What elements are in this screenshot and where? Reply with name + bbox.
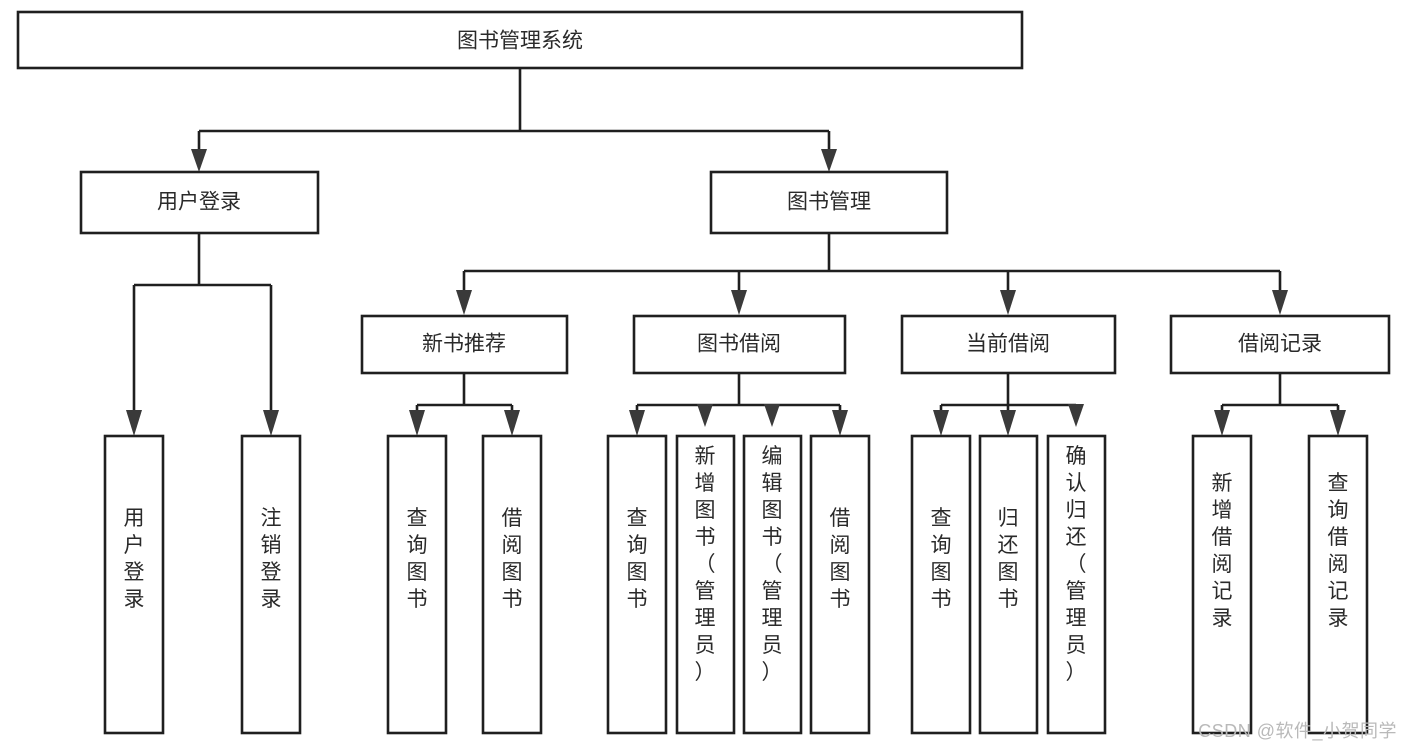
node-book-borrow-label: 图书借阅 (697, 333, 781, 356)
arrowhead-current-borrow (1000, 290, 1016, 315)
node-user-login[interactable]: 用户登录 (79, 170, 320, 235)
connector-group-user-login (126, 233, 279, 436)
connector-group-book-borrow (629, 373, 848, 436)
arrowhead-leaf-edit-book (764, 404, 780, 427)
arrowhead-new-book-rec (456, 290, 472, 315)
node-leaf-logout-login-label: 注销登录 (261, 507, 282, 611)
node-leaf-query-record[interactable]: 查询借阅记录 (1307, 434, 1369, 735)
node-leaf-query-record-box[interactable] (1307, 434, 1369, 735)
node-leaf-add-record-label: 新增借阅记录 (1212, 472, 1233, 630)
node-leaf-borrow-book-2-box[interactable] (809, 434, 871, 735)
node-leaf-return-book-box[interactable] (978, 434, 1039, 735)
node-leaf-return-book-label: 归还图书 (998, 507, 1019, 611)
node-leaf-query-book-2-box[interactable] (606, 434, 668, 735)
arrowhead-leaf-borrow-book-2 (832, 410, 848, 436)
node-current-borrow[interactable]: 当前借阅 (900, 314, 1117, 375)
arrowhead-leaf-confirm-return (1068, 404, 1084, 427)
node-leaf-borrow-book-1[interactable]: 借阅图书 (481, 434, 543, 735)
node-leaf-query-record-label: 查询借阅记录 (1328, 472, 1349, 630)
node-leaf-logout-login[interactable]: 注销登录 (240, 434, 302, 735)
node-leaf-borrow-book-2[interactable]: 借阅图书 (809, 434, 871, 735)
node-borrow-record-label: 借阅记录 (1238, 333, 1322, 356)
connector-group-new-book-rec (409, 373, 520, 436)
node-leaf-edit-book[interactable]: 编辑图书（管理员） (742, 434, 803, 735)
node-new-book-rec[interactable]: 新书推荐 (360, 314, 569, 375)
node-leaf-logout-login-box[interactable] (240, 434, 302, 735)
node-root-box[interactable] (16, 10, 1024, 70)
arrowhead-leaf-borrow-book-1 (504, 410, 520, 436)
node-leaf-query-book-2-label: 查询图书 (627, 507, 648, 611)
arrowhead-leaf-query-book-3 (933, 410, 949, 436)
arrowhead-leaf-add-record (1214, 410, 1230, 436)
node-user-login-box[interactable] (79, 170, 320, 235)
node-book-borrow-box[interactable] (632, 314, 847, 375)
node-root[interactable]: 图书管理系统 (16, 10, 1024, 70)
node-leaf-query-book-1-label: 查询图书 (407, 507, 428, 611)
node-leaf-borrow-book-2-label: 借阅图书 (830, 507, 851, 611)
node-leaf-add-record[interactable]: 新增借阅记录 (1191, 434, 1253, 735)
node-leaf-query-book-3-box[interactable] (910, 434, 972, 735)
node-leaf-query-book-1[interactable]: 查询图书 (386, 434, 448, 735)
arrowhead-leaf-query-book-1 (409, 410, 425, 436)
node-leaf-borrow-book-1-box[interactable] (481, 434, 543, 735)
arrowhead-book-borrow (731, 290, 747, 315)
node-borrow-record-box[interactable] (1169, 314, 1391, 375)
node-leaf-confirm-return[interactable]: 确认归还（管理员） (1046, 434, 1107, 735)
node-book-borrow[interactable]: 图书借阅 (632, 314, 847, 375)
arrowhead-book-manage (821, 149, 837, 172)
arrowhead-leaf-query-book-2 (629, 410, 645, 436)
node-leaf-confirm-return-box[interactable] (1046, 434, 1107, 735)
node-leaf-query-book-3-label: 查询图书 (931, 507, 952, 611)
arrowhead-leaf-query-record (1330, 410, 1346, 436)
node-book-manage-box[interactable] (709, 170, 949, 235)
node-leaf-query-book-2[interactable]: 查询图书 (606, 434, 668, 735)
node-leaf-confirm-return-label: 确认归还（管理员） (1066, 445, 1087, 684)
node-book-manage-label: 图书管理 (787, 191, 871, 214)
node-leaf-query-book-3[interactable]: 查询图书 (910, 434, 972, 735)
node-leaf-edit-book-label: 编辑图书（管理员） (762, 445, 783, 684)
node-current-borrow-box[interactable] (900, 314, 1117, 375)
node-leaf-user-login-label: 用户登录 (124, 507, 145, 611)
node-leaf-add-book-label: 新增图书（管理员） (695, 445, 716, 684)
node-leaf-query-book-1-box[interactable] (386, 434, 448, 735)
connector-group-book-manage (456, 233, 1288, 315)
connector-group-borrow-record (1214, 373, 1346, 436)
node-book-manage[interactable]: 图书管理 (709, 170, 949, 235)
arrowhead-leaf-return-book (1000, 410, 1016, 436)
node-leaf-user-login-box[interactable] (103, 434, 165, 735)
node-new-book-rec-label: 新书推荐 (422, 333, 506, 356)
node-leaf-add-record-box[interactable] (1191, 434, 1253, 735)
node-leaf-add-book-box[interactable] (675, 434, 736, 735)
arrowhead-user-login (191, 149, 207, 172)
node-root-label: 图书管理系统 (457, 30, 583, 53)
node-leaf-add-book[interactable]: 新增图书（管理员） (675, 434, 736, 735)
node-user-login-label: 用户登录 (157, 191, 241, 214)
node-current-borrow-label: 当前借阅 (966, 333, 1050, 356)
node-leaf-borrow-book-1-label: 借阅图书 (502, 507, 523, 611)
node-leaf-user-login[interactable]: 用户登录 (103, 434, 165, 735)
arrowhead-leaf-add-book (697, 404, 713, 427)
arrowhead-leaf-logout-login (263, 410, 279, 436)
arrowhead-leaf-user-login (126, 410, 142, 436)
connector-group-root (191, 68, 837, 172)
node-leaf-edit-book-box[interactable] (742, 434, 803, 735)
node-new-book-rec-box[interactable] (360, 314, 569, 375)
connector-group-current-borrow (933, 373, 1084, 436)
node-leaf-return-book[interactable]: 归还图书 (978, 434, 1039, 735)
arrowhead-borrow-record (1272, 290, 1288, 315)
node-borrow-record[interactable]: 借阅记录 (1169, 314, 1391, 375)
